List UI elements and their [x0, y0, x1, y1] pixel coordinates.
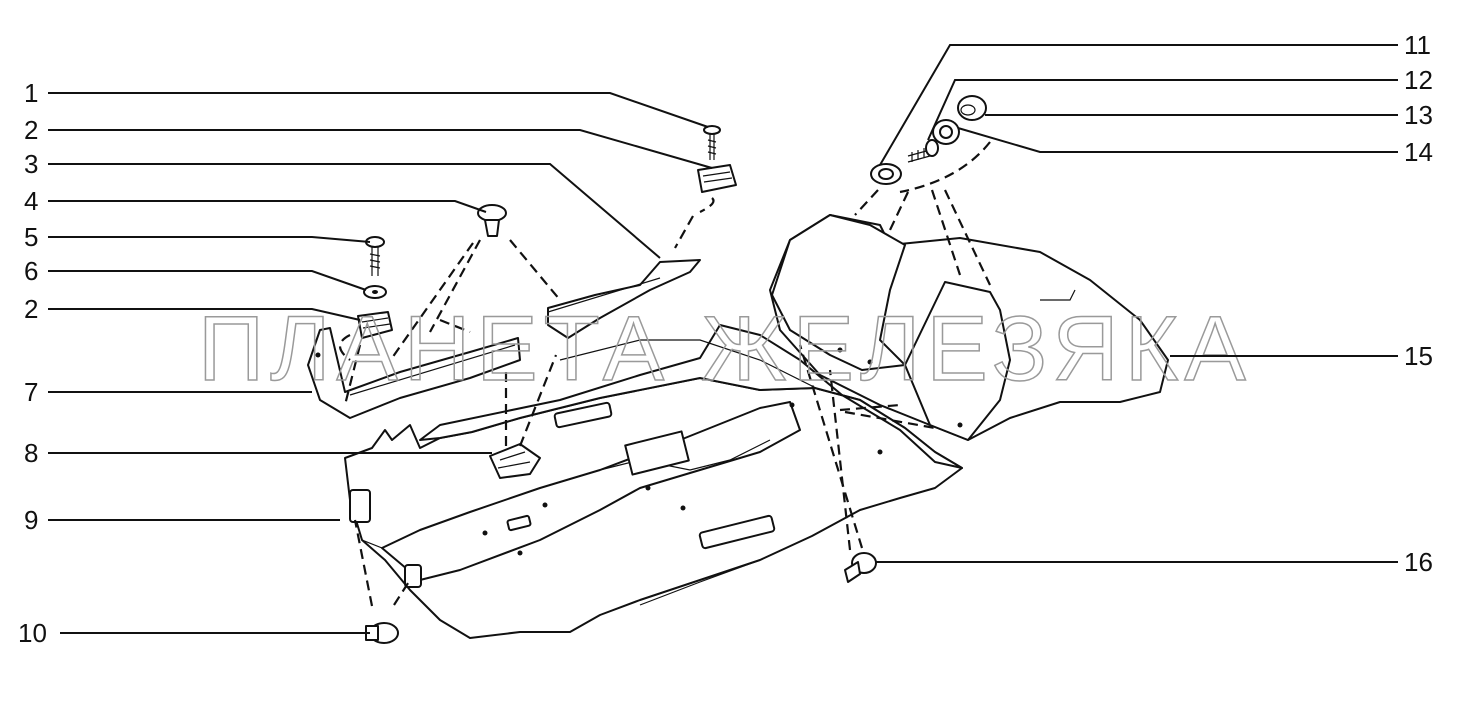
clip-2-top	[697, 164, 737, 193]
assembly-lines	[338, 141, 991, 607]
leader-lines	[48, 44, 1398, 634]
callout-2-upper: 2	[24, 115, 38, 145]
callout-15: 15	[1404, 341, 1433, 371]
washer-6	[363, 285, 387, 299]
callout-14: 14	[1404, 137, 1433, 167]
clip-8	[489, 443, 541, 479]
tunnel-trim	[547, 259, 701, 339]
callout-11: 11	[1404, 30, 1431, 60]
callout-4: 4	[24, 186, 38, 216]
rear-carpet	[769, 214, 1169, 441]
callout-16: 16	[1404, 547, 1433, 577]
push-clip-4	[477, 204, 507, 237]
floor-carpet	[344, 324, 963, 639]
callout-5: 5	[24, 222, 38, 252]
callout-8: 8	[24, 438, 38, 468]
clip-2-side	[357, 311, 393, 339]
grommet-11	[870, 163, 902, 185]
screw-1	[703, 125, 721, 160]
callout-6: 6	[24, 256, 38, 286]
callout-1: 1	[24, 78, 38, 108]
screw-12	[907, 139, 939, 163]
watermark: ПЛАНЕТА ЖЕЛЕЗЯКА	[198, 298, 1252, 400]
side-trim	[307, 327, 521, 419]
callout-numbers: 1 2 3 4 5 6 2 7 8 9 10 11 12 13 14 15 16	[18, 30, 1433, 648]
callout-7: 7	[24, 377, 38, 407]
callout-10: 10	[18, 618, 47, 648]
cap-13	[957, 95, 987, 121]
callout-12: 12	[1404, 65, 1433, 95]
screw-5	[365, 236, 385, 276]
callout-2-lower: 2	[24, 294, 38, 324]
ring-14	[932, 119, 960, 145]
callout-3: 3	[24, 149, 38, 179]
push-clip-16	[844, 552, 877, 583]
callout-13: 13	[1404, 100, 1433, 130]
callout-9: 9	[24, 505, 38, 535]
push-clip-10	[365, 622, 399, 644]
